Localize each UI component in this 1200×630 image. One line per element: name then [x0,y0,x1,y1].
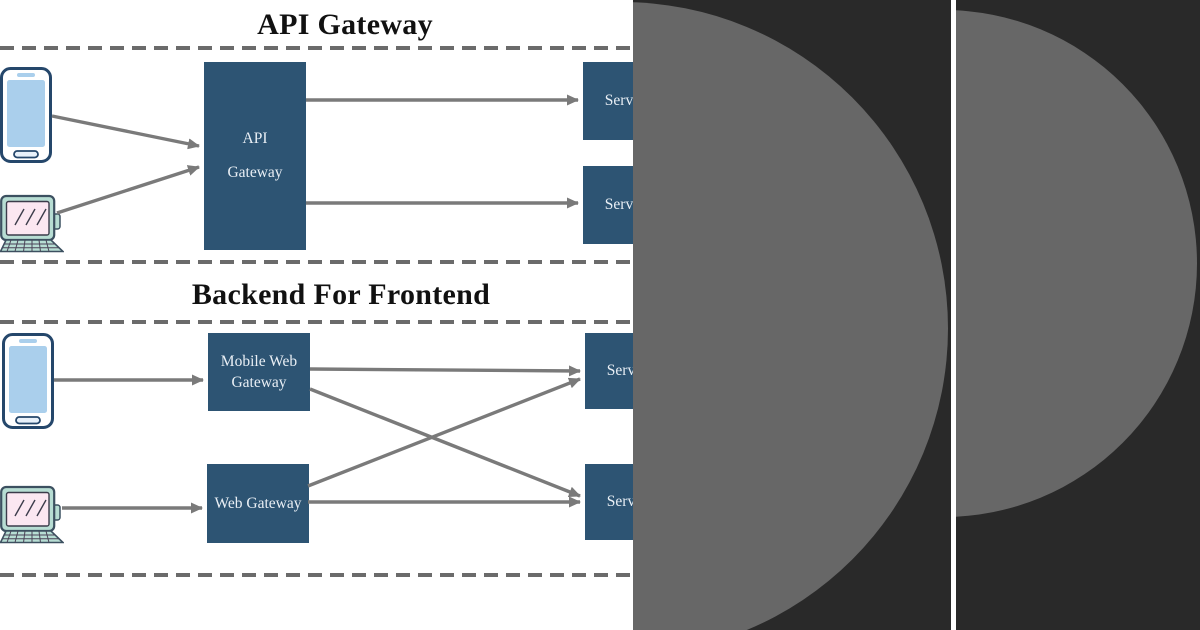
api-gateway-node: API Gateway [204,62,306,250]
service-node-label: Serv [606,493,636,510]
arrow-mobile-gateway-to-service-a [309,365,581,377]
arrow-laptop-to-api-gateway [56,165,200,215]
section-divider-dashed-line [0,320,633,324]
arrow-mobile-gateway-to-service-b [309,387,581,498]
smartphone-icon [0,67,52,163]
api-gateway-node-label-line1: API [242,130,268,147]
web-gateway-node: Web Gateway [207,464,309,543]
section-divider-dashed-line [0,573,633,577]
mobile-web-gateway-node: Mobile Web Gateway [208,333,310,411]
laptop-icon [0,485,64,544]
architecture-diagram: API Gateway API [0,8,657,577]
dark-overlay-panel-left [633,0,951,630]
section-divider-dashed-line [0,46,633,50]
api-gateway-node-label-line2: Gateway [227,164,283,181]
mobile-web-gateway-label-line1: Mobile Web [220,353,298,370]
service-node-label: Serv [604,196,634,213]
arrow-phone-to-api-gateway [51,114,200,150]
smartphone-icon [2,333,54,429]
web-gateway-label: Web Gateway [214,494,302,512]
service-node-label: Serv [604,92,634,109]
mobile-web-gateway-label-line2: Gateway [231,374,287,391]
section-divider-dashed-line [0,260,633,264]
circle-graphic [956,10,1197,517]
laptop-icon [0,194,64,253]
arrow-web-gateway-to-service-a [307,377,581,488]
service-node-label: Serv [606,362,636,379]
connector-arrows-layer [51,94,581,514]
dark-overlay-panel-right [956,0,1200,630]
api-gateway-section-title: API Gateway [257,8,433,41]
circle-graphic [633,2,948,630]
bff-section-title: Backend For Frontend [191,278,491,311]
